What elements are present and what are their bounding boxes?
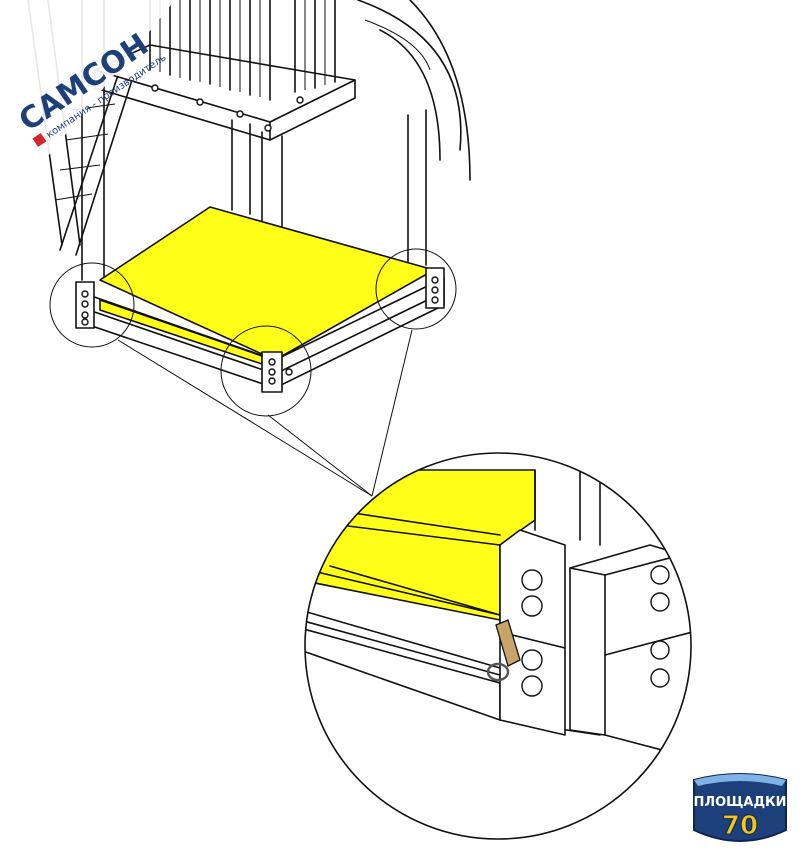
brand-watermark: САМСОН компания - производитель [0, 0, 175, 215]
screw-eye-fastener [486, 619, 521, 682]
playgrounds-badge: ПЛОЩАДКИ 70 [693, 773, 787, 842]
tower-upper-structure [27, 0, 471, 361]
floor-platform [75, 206, 445, 393]
callout-circles [49, 248, 457, 497]
badge-title: ПЛОЩАДКИ [693, 795, 786, 810]
zoom-detail [304, 452, 692, 840]
brand-mark-icon [32, 133, 47, 147]
callout-front-corner [220, 325, 312, 417]
callout-right-corner [375, 248, 457, 330]
callout-left-corner [49, 262, 135, 348]
zoom-circle [304, 452, 692, 840]
badge-number: 70 [722, 811, 758, 841]
